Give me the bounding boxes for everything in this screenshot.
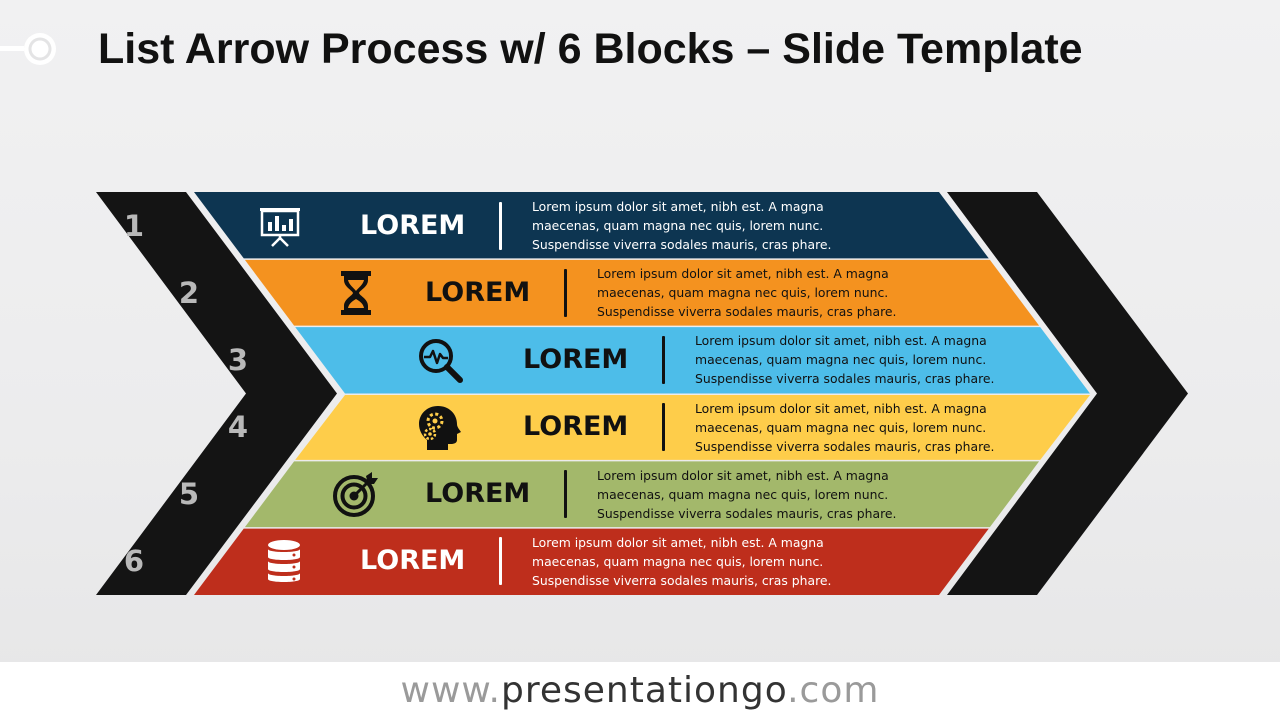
process-band-6 (193, 528, 989, 596)
process-band-2 (244, 259, 1040, 326)
left-chevron (96, 192, 337, 595)
step-description: Lorem ipsum dolor sit amet, nibh est. A … (532, 534, 832, 588)
footer-url-suffix: .com (787, 670, 880, 711)
database-icon (268, 540, 300, 583)
separator-line (499, 201, 502, 250)
process-band-1 (194, 192, 989, 259)
step-description: Lorem ipsum dolor sit amet, nibh est. A … (532, 199, 832, 253)
process-bands (193, 192, 1090, 596)
separator-line (499, 537, 502, 586)
hourglass-icon (341, 270, 371, 315)
pin-decoration (0, 33, 56, 65)
process-band-5 (244, 461, 1040, 528)
page-title: List Arrow Process w/ 6 Blocks – Slide T… (98, 25, 1083, 73)
arrow-process-diagram (96, 192, 1188, 596)
right-chevron (947, 192, 1188, 595)
step-number: 3 (227, 342, 249, 377)
step-number: 2 (178, 275, 200, 310)
step-title: LOREM (523, 411, 629, 443)
step-description: Lorem ipsum dolor sit amet, nibh est. A … (695, 333, 995, 387)
footer-url-prefix: www. (400, 670, 501, 711)
magnifier-pulse-icon (419, 338, 463, 383)
step-title: LOREM (360, 545, 466, 577)
step-title: LOREM (425, 276, 531, 308)
step-title: LOREM (523, 343, 629, 375)
presentation-board-icon (260, 207, 300, 247)
step-description: Lorem ipsum dolor sit amet, nibh est. A … (597, 467, 897, 521)
step-description: Lorem ipsum dolor sit amet, nibh est. A … (597, 266, 897, 320)
step-title: LOREM (425, 478, 531, 510)
footer: www.presentationgo.com (0, 662, 1280, 720)
step-number: 6 (123, 544, 145, 579)
process-band-4 (295, 395, 1090, 460)
step-number: 4 (227, 410, 249, 445)
step-number: 5 (178, 477, 200, 512)
footer-url[interactable]: www.presentationgo.com (401, 670, 880, 711)
separator-line (564, 470, 567, 519)
separator-line (564, 268, 567, 317)
head-gears-icon (419, 406, 461, 451)
target-arrow-icon (333, 472, 378, 518)
step-number: 1 (123, 208, 145, 243)
process-band-3 (295, 327, 1090, 394)
step-description: Lorem ipsum dolor sit amet, nibh est. A … (695, 400, 995, 454)
separator-line (662, 335, 665, 384)
separator-line (662, 403, 665, 452)
step-title: LOREM (360, 209, 466, 241)
footer-url-domain: presentationgo (501, 670, 788, 711)
